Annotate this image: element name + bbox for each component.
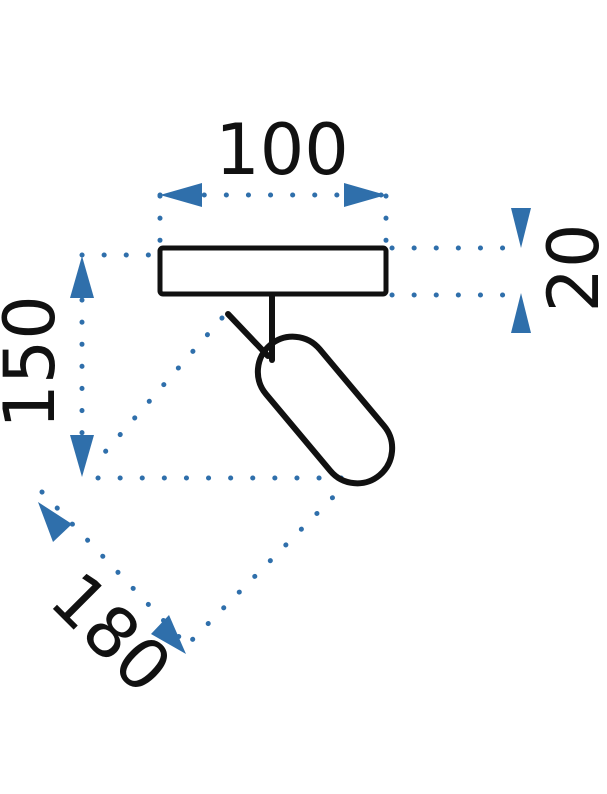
spotlight-drawing bbox=[157, 245, 396, 487]
height-bottom-arrow-icon bbox=[70, 435, 94, 477]
width-left-arrow-icon bbox=[160, 183, 202, 207]
base-height-label: 20 bbox=[533, 223, 607, 312]
tilt-guide-lower bbox=[187, 479, 351, 645]
arrowheads bbox=[38, 183, 531, 654]
dotted-guides bbox=[39, 192, 513, 645]
total-height-label: 150 bbox=[0, 295, 71, 429]
length-top-arrow-icon bbox=[38, 502, 72, 542]
base-bottom-arrow-icon bbox=[511, 293, 531, 333]
width-right-arrow-icon bbox=[344, 183, 386, 207]
base-top-arrow-icon bbox=[511, 208, 531, 248]
mount-arm bbox=[225, 311, 271, 359]
height-top-arrow-icon bbox=[70, 256, 94, 298]
spot-head bbox=[254, 333, 396, 487]
spot-length-label: 180 bbox=[35, 557, 187, 709]
length-bottom-arrow-icon bbox=[151, 615, 186, 654]
ceiling-base-plate bbox=[157, 245, 389, 297]
width-label: 100 bbox=[215, 109, 349, 191]
tilt-guide-upper bbox=[95, 315, 225, 463]
